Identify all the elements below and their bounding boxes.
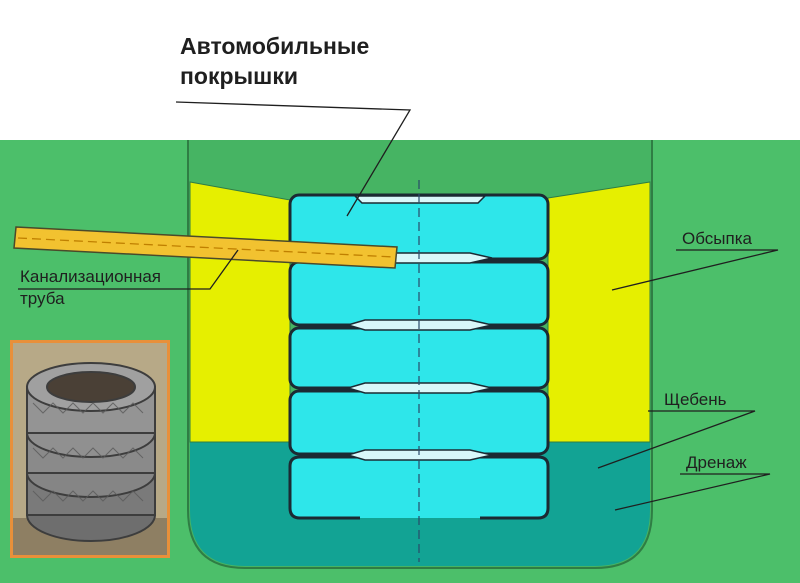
pipe-label-line-1: Канализационная [20, 267, 161, 286]
title-label: Автомобильные покрышки [180, 31, 369, 91]
groove-4 [345, 382, 493, 394]
pipe-label-line-2: труба [20, 289, 65, 308]
leader-pipe [18, 249, 239, 290]
groove-1 [353, 195, 487, 204]
backfill-label: Обсыпка [682, 229, 752, 248]
groove-3 [345, 319, 493, 331]
pipe-label: Канализационная труба [20, 266, 161, 310]
title-line-2: покрышки [180, 63, 298, 89]
backfill-right [547, 181, 651, 443]
leader-lines [18, 101, 779, 511]
drainage-label: Дренаж [686, 453, 747, 472]
tire-stack-photo [10, 340, 170, 558]
leader-tires [175, 101, 412, 217]
leader-gravel [597, 410, 756, 469]
leader-drainage [614, 473, 771, 511]
sewer-pipe-axis [17, 237, 395, 258]
tire-stack-photo-icon [13, 343, 167, 555]
backfill-left [189, 181, 291, 443]
title-line-1: Автомобильные [180, 33, 370, 59]
leader-backfill [611, 249, 779, 291]
groove-5 [345, 449, 493, 461]
gravel-label: Щебень [664, 390, 727, 409]
